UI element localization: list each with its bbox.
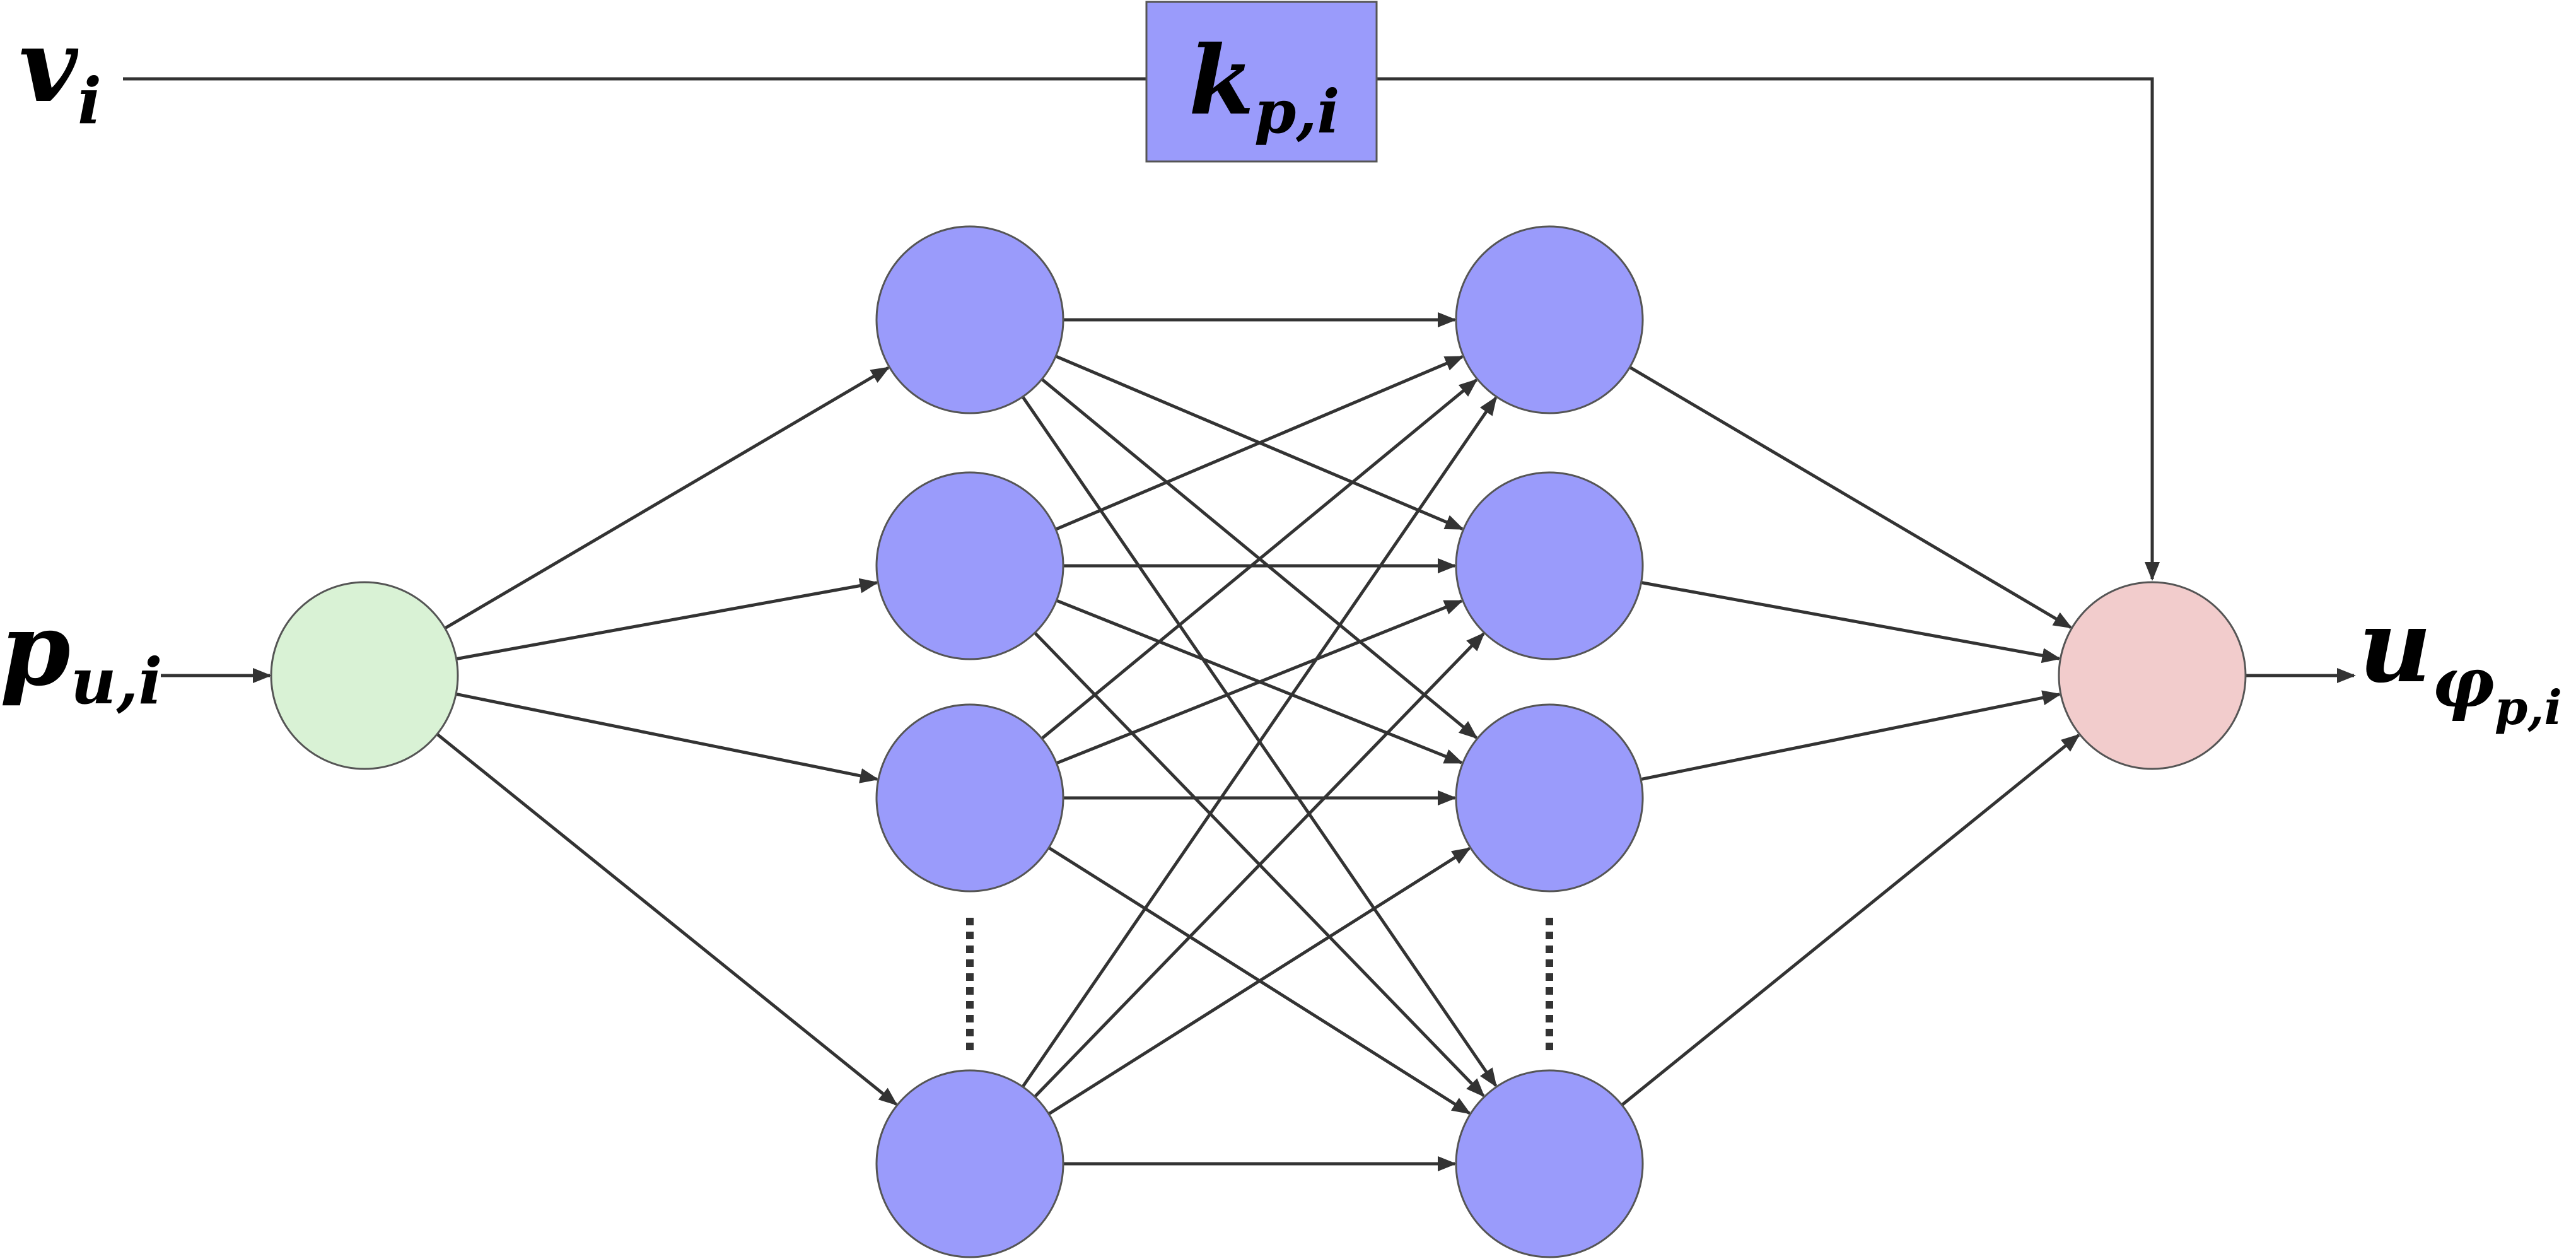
- edge-h2-3-to-output: [1640, 690, 2061, 782]
- edge-input-to-h1-2: [456, 578, 879, 661]
- edge-h2-1-to-output: [1629, 366, 2073, 629]
- hidden-layer-2-node-1: [1455, 225, 1644, 414]
- edge-h1-3-to-h2-2: [1056, 599, 1464, 765]
- edge-input-to-h1-4: [436, 732, 898, 1106]
- edge-input-to-h1-1: [444, 366, 890, 630]
- gain-label: kp,i: [1189, 25, 1340, 147]
- edge-h2-2-to-output: [1641, 581, 2061, 664]
- output-label: uφp,i: [2358, 587, 2562, 735]
- connection-edges: [436, 312, 2080, 1171]
- network-nodes: [270, 225, 2247, 1258]
- hidden-layer-1-node-1: [875, 225, 1064, 414]
- edge-h1-4-to-h2-2: [1034, 632, 1485, 1098]
- hidden-layer-2-node-2: [1455, 471, 1644, 660]
- edge-h1-2-to-h2-1: [1055, 355, 1464, 531]
- input-node: [270, 581, 459, 770]
- gain-to-output-line: [1377, 77, 2160, 581]
- hidden-layer-1-node-2: [875, 471, 1064, 660]
- input-label: pu,i: [0, 590, 162, 718]
- hidden-layer-1-node-4: [875, 1069, 1064, 1258]
- hidden-layer-2-node-4: [1455, 1069, 1644, 1258]
- edge-h1-4-to-h2-1: [1021, 396, 1498, 1088]
- hidden-layer-1-node-3: [875, 703, 1064, 893]
- hidden-layer-2-node-3: [1455, 703, 1644, 893]
- edge-input-to-h1-3: [455, 692, 879, 783]
- velocity-label: vi: [19, 6, 102, 138]
- edge-h1-4-to-h2-3: [1047, 846, 1471, 1116]
- edge-h2-4-to-output: [1621, 734, 2080, 1106]
- gain-box: [1145, 1, 1378, 163]
- output-node: [2058, 581, 2247, 770]
- edge-h1-3-to-h2-1: [1040, 378, 1478, 740]
